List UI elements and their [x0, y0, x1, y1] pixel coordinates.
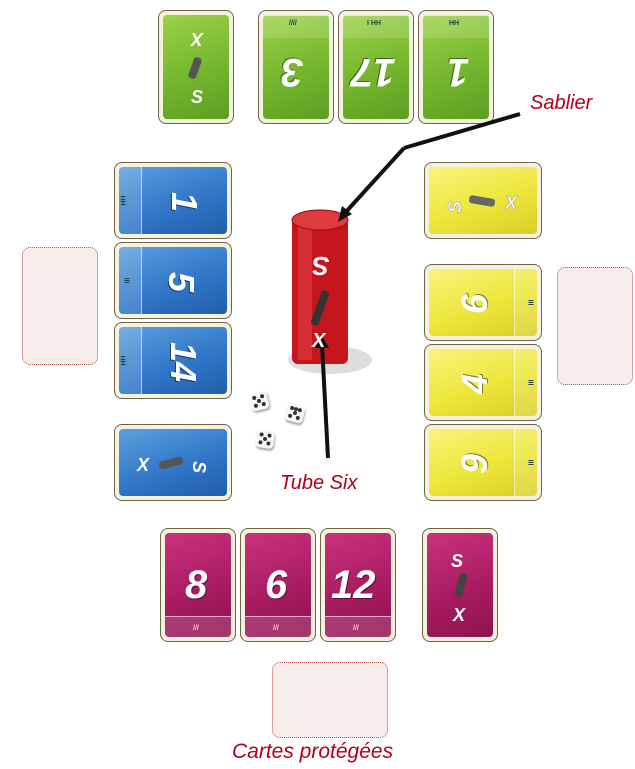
arrow-sablier — [338, 114, 520, 222]
tube-bottom-symbol: X — [312, 330, 325, 353]
die-3 — [255, 429, 275, 449]
die-1 — [248, 390, 269, 411]
label-tube-six: Tube Six — [280, 472, 357, 495]
label-cartes-protegees: Cartes protégées — [232, 740, 393, 764]
label-sablier: Sablier — [530, 92, 592, 115]
tube-highlight — [298, 222, 312, 360]
tube-top-symbol: S — [312, 250, 329, 281]
